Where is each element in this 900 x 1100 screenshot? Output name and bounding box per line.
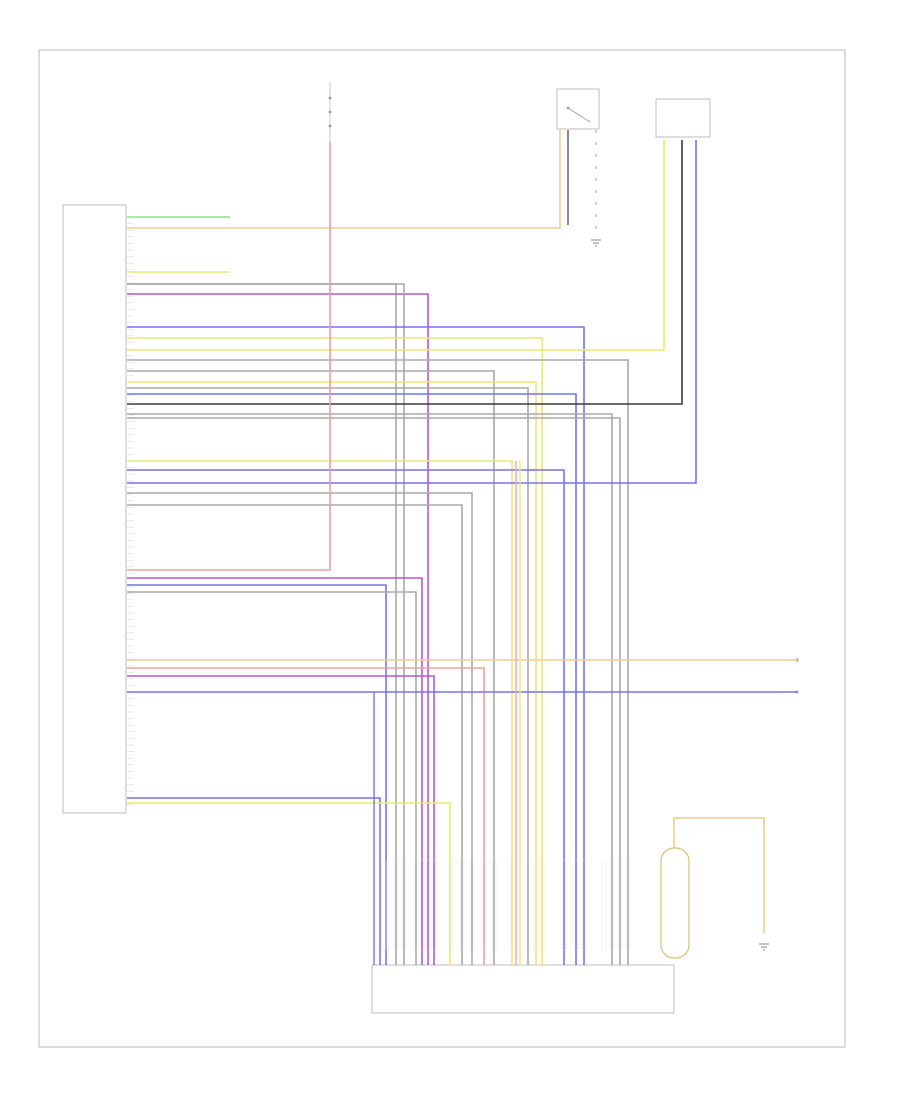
right-component — [795, 658, 799, 694]
wire-gray — [127, 370, 495, 965]
wire-blue — [127, 797, 381, 965]
wire-gray — [127, 283, 405, 965]
pin-label-slot — [431, 859, 437, 951]
control-unit-bottom — [371, 964, 675, 1014]
module-body — [655, 98, 711, 138]
pin-label-slot — [525, 859, 531, 951]
wire-blue — [127, 584, 387, 965]
splice-feed — [673, 817, 765, 933]
wire-red — [127, 667, 485, 965]
wire-black — [127, 140, 683, 405]
wire-blue — [127, 393, 577, 965]
switch-pivot-icon — [566, 106, 570, 110]
pin-label-slot — [609, 859, 615, 951]
pin-label-slot — [617, 859, 623, 951]
wire-orange — [127, 130, 561, 229]
pin-label-slot — [561, 859, 567, 951]
pin-label-slot — [601, 859, 607, 951]
wire-gray — [127, 492, 473, 965]
pin-label-slot — [425, 859, 431, 951]
switch-body — [556, 88, 600, 130]
pin-label-slot — [481, 859, 487, 951]
fuse-terminal-icon — [328, 110, 332, 114]
pin-label-slot — [625, 859, 631, 951]
control-unit-body — [62, 204, 127, 814]
splice-pack-body — [660, 847, 690, 959]
control-unit — [62, 204, 134, 814]
wire-yellow — [127, 460, 513, 965]
pin-label-slot — [469, 859, 475, 951]
pin-label-slot — [491, 859, 497, 951]
pin-label-slot — [581, 859, 587, 951]
ground-icon — [591, 239, 601, 247]
pin-label-slot — [509, 859, 515, 951]
wires — [127, 130, 797, 965]
pin-label-slot — [413, 859, 419, 951]
pin-label-slot — [459, 859, 465, 951]
wire-yellow — [127, 337, 543, 965]
wire-yellow — [127, 802, 451, 965]
pin-label-slot — [419, 859, 425, 951]
wire-gray — [127, 283, 397, 965]
wire-gray — [127, 504, 463, 965]
wire-blue — [127, 469, 565, 965]
wire-blue — [127, 326, 585, 965]
ground-icon — [759, 943, 769, 951]
wire-gray — [127, 417, 621, 965]
ground-top — [591, 130, 601, 247]
bottom-connector-pins — [381, 859, 631, 951]
pin-label-slot — [447, 859, 453, 951]
wire-red — [127, 142, 331, 571]
wire-magenta — [127, 675, 435, 965]
splice-pack — [660, 817, 769, 959]
pin-label-slot — [381, 859, 387, 951]
power-distribution-top — [328, 82, 332, 142]
wire-blue — [127, 140, 697, 484]
pin-label-slot — [517, 859, 523, 951]
control-unit-pin-ticks — [126, 216, 134, 805]
wire-yellow — [127, 140, 665, 351]
pin-label-slot — [393, 859, 399, 951]
wire-yellow — [127, 381, 537, 965]
wire-magenta — [127, 577, 423, 965]
wire-gray — [127, 387, 529, 965]
module-top-right — [655, 98, 711, 138]
pin-label-slot — [533, 859, 539, 951]
pin-label-slot — [573, 859, 579, 951]
switch-contact-icon — [567, 107, 591, 123]
fuse-terminal-icon — [328, 96, 332, 100]
wire-gray — [127, 591, 417, 965]
diagram-frame — [38, 49, 846, 1048]
fuse-terminal-icon — [328, 124, 332, 128]
wire-magenta — [127, 293, 429, 965]
wire-gray — [127, 359, 629, 965]
control-unit-bottom-body — [371, 964, 675, 1014]
switch-top-right — [556, 88, 600, 130]
pin-label-slot — [539, 859, 545, 951]
pin-label-slot — [401, 859, 407, 951]
wire-gray — [127, 413, 613, 965]
